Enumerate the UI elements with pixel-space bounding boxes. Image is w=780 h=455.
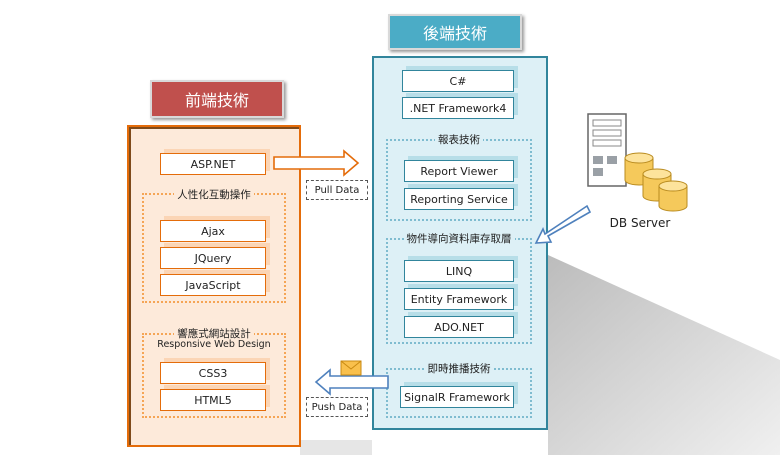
ado-net-box: ADO.NET <box>404 316 514 338</box>
responsive-group-label: 響應式網站設計 <box>174 328 254 340</box>
push-data-tag: Push Data <box>306 397 368 417</box>
push-group-label: 即時推播技術 <box>424 363 494 375</box>
frontend-title: 前端技術 <box>150 80 284 118</box>
jquery-box: JQuery <box>160 247 266 269</box>
csharp-box: C# <box>402 70 514 92</box>
css3-box: CSS3 <box>160 362 266 384</box>
entity-framework-box: Entity Framework <box>404 288 514 310</box>
backend-title: 後端技術 <box>388 14 522 50</box>
reporting-service-box: Reporting Service <box>404 188 514 210</box>
ajax-box: Ajax <box>160 220 266 242</box>
report-group-label: 報表技術 <box>435 134 483 146</box>
db-server-icon <box>587 113 688 212</box>
db-server-label: DB Server <box>609 216 671 230</box>
signalr-box: SignalR Framework <box>400 386 514 408</box>
html5-box: HTML5 <box>160 389 266 411</box>
asp-net-box: ASP.NET <box>160 153 266 175</box>
envelope-icon <box>340 360 362 376</box>
pull-data-tag: Pull Data <box>306 180 368 200</box>
responsive-group-sublabel: Responsive Web Design <box>157 339 271 350</box>
orm-group-label: 物件導向資料庫存取層 <box>403 233 515 245</box>
interactive-group-label: 人性化互動操作 <box>174 189 254 201</box>
server-tower-icon <box>587 113 627 187</box>
linq-box: LINQ <box>404 260 514 282</box>
dotnet-framework-box: .NET Framework4 <box>402 97 514 119</box>
database-cylinders-icon <box>624 152 688 212</box>
report-viewer-box: Report Viewer <box>404 160 514 182</box>
javascript-box: JavaScript <box>160 274 266 296</box>
